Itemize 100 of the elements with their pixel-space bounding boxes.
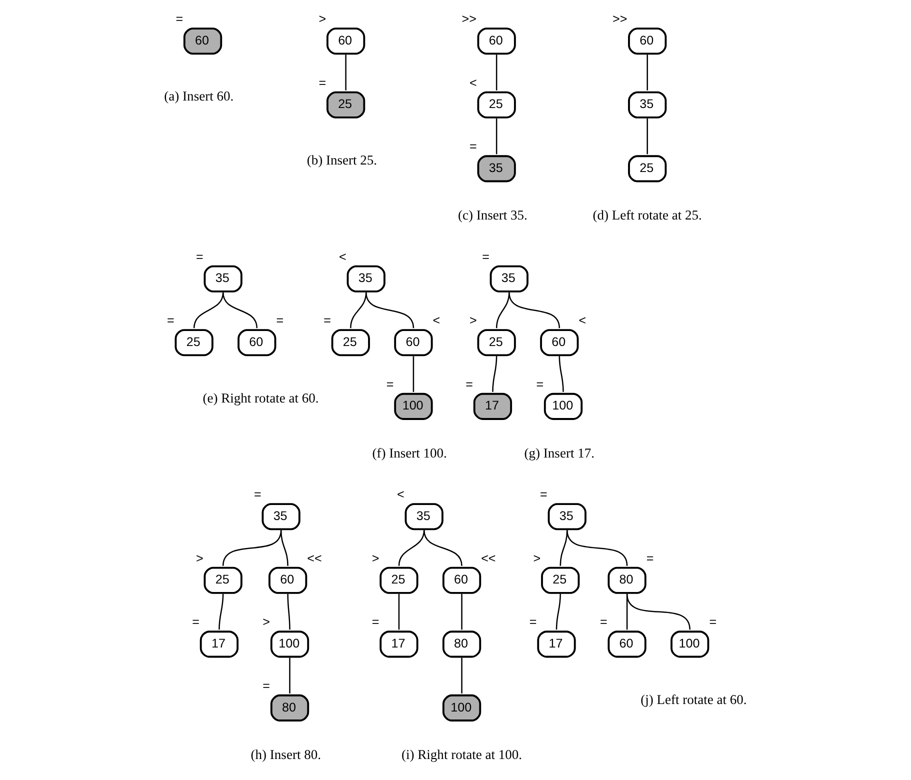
connector	[412, 356, 414, 392]
connector	[496, 118, 498, 154]
connector	[280, 530, 288, 566]
node-box: 25	[380, 566, 418, 594]
label: (c) Insert 35.	[458, 208, 528, 223]
node-label: <<	[481, 551, 496, 566]
node-label: >	[470, 314, 477, 328]
node-box: 35	[548, 503, 586, 530]
node-box: 60	[442, 566, 482, 594]
node-box: 25	[541, 566, 580, 594]
node-label: =	[254, 488, 262, 502]
node-label: >>	[612, 12, 628, 26]
node-label: =	[262, 678, 270, 693]
node-box: 35	[404, 503, 444, 530]
node-label: =	[540, 488, 548, 502]
label: (f) Insert 100.	[372, 445, 447, 460]
node-label: <	[432, 314, 440, 328]
node-label: <	[470, 76, 477, 90]
label: (a) Insert 60.	[164, 88, 234, 104]
label: (d) Left rotate at 25.	[592, 208, 702, 223]
node-box: 60	[268, 566, 308, 594]
node-box: 25	[628, 155, 667, 182]
node-box: 60	[540, 329, 579, 356]
node-box: 80	[442, 630, 482, 658]
node-label: =	[167, 314, 174, 328]
node-box: 80	[608, 566, 646, 594]
label: (e) Right rotate at 60.	[202, 390, 319, 406]
node-box: 60	[608, 630, 646, 658]
connector	[345, 54, 346, 90]
node-label: >	[372, 551, 380, 566]
node-label: <	[397, 488, 404, 502]
connector	[423, 530, 462, 566]
connector	[492, 356, 498, 392]
node-label: =	[709, 615, 717, 630]
node-label: =	[318, 76, 326, 90]
node-box: 100	[670, 630, 710, 658]
label: (j) Left rotate at 60.	[640, 692, 747, 707]
node-label: =	[536, 377, 544, 392]
connector	[398, 594, 400, 630]
node-box: 35	[346, 265, 386, 292]
node-box: 35	[262, 503, 300, 530]
node-box: 100	[270, 630, 310, 658]
node-label: =	[276, 314, 284, 328]
node-box: 100	[544, 392, 583, 420]
node-label: =	[192, 615, 200, 630]
node-box: 60	[477, 28, 516, 55]
node-box: 25	[174, 329, 214, 356]
node-label: =	[529, 615, 537, 630]
node-box: 17	[380, 630, 418, 658]
connector	[289, 658, 290, 694]
node-box: 35	[628, 91, 667, 118]
connector	[193, 292, 224, 328]
node-label: <	[578, 314, 586, 328]
connector	[365, 292, 414, 328]
node-label: =	[482, 250, 490, 264]
node-label: >	[196, 551, 204, 566]
node-label: =	[600, 615, 608, 630]
connector	[566, 530, 628, 566]
node-box: 35	[490, 265, 528, 292]
node-label: <<	[307, 551, 322, 566]
connector	[496, 54, 498, 90]
node-box: 17	[200, 630, 239, 658]
label: (i) Right rotate at 100.	[402, 746, 522, 762]
node-label: >	[262, 615, 270, 630]
node-box: 60	[326, 28, 366, 55]
node-label: =	[466, 377, 473, 392]
node-label: =	[646, 551, 654, 566]
node-box: 25	[204, 566, 242, 594]
connector	[222, 292, 258, 328]
node-label: >	[533, 551, 541, 566]
node-label: =	[372, 615, 380, 630]
node-label: =	[386, 377, 394, 392]
label: (h) Insert 80.	[250, 746, 321, 762]
label: (g) Insert 17.	[524, 445, 594, 460]
connector	[508, 292, 560, 328]
connector	[646, 118, 648, 154]
node-box: 60	[238, 329, 276, 356]
node-box: 25	[477, 91, 516, 118]
node-label: >	[318, 12, 326, 26]
node-box: 60	[394, 329, 433, 356]
connector	[558, 356, 564, 392]
node-box: 25	[477, 329, 516, 356]
node-label: =	[176, 12, 184, 26]
node-box: 60	[628, 28, 667, 55]
node-box: 17	[537, 630, 576, 658]
node-label: =	[196, 250, 204, 264]
connector	[461, 594, 462, 630]
connector	[461, 658, 462, 694]
connector	[222, 530, 282, 566]
node-box: 35	[204, 265, 242, 292]
connector	[626, 594, 690, 630]
connector	[398, 530, 425, 566]
connector	[556, 594, 561, 630]
label: (b) Insert 25.	[306, 152, 378, 168]
connector	[218, 594, 224, 630]
node-label: <	[339, 250, 346, 264]
node-label: =	[324, 314, 331, 328]
connector	[646, 54, 648, 90]
node-box: 25	[331, 329, 370, 356]
node-label: >>	[462, 12, 476, 26]
